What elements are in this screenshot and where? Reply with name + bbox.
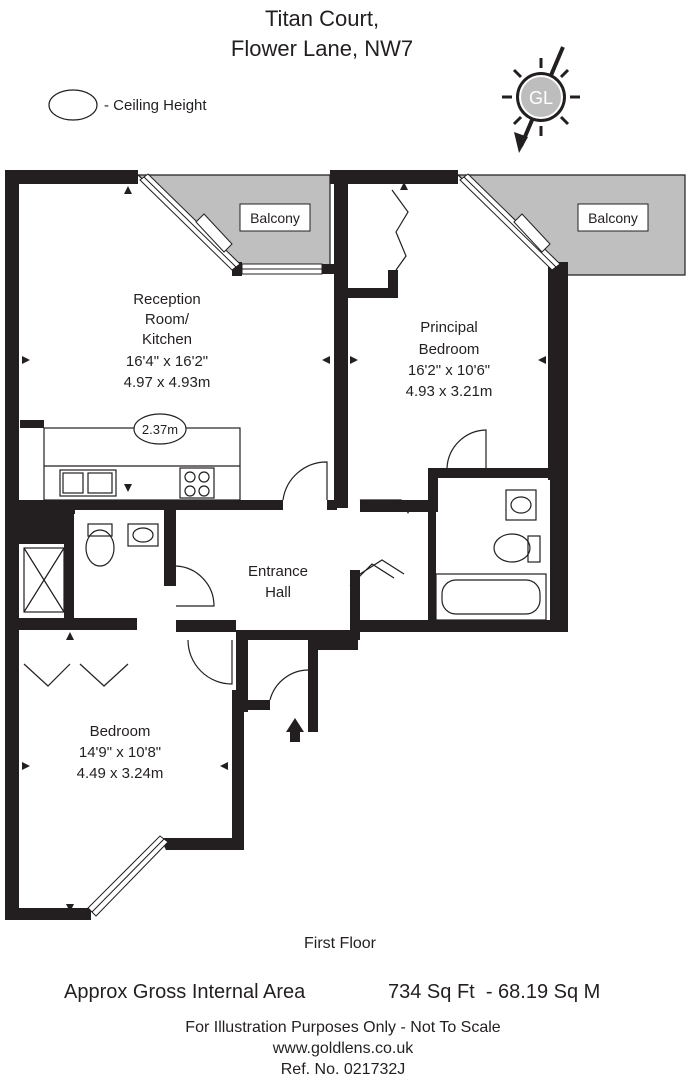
balcony-right [456, 174, 686, 276]
walls [5, 170, 568, 920]
reception-name-1: Reception [133, 291, 201, 308]
ceiling-height-value: 2.37m [142, 422, 178, 437]
bedroom-metric: 4.49 x 3.24m [77, 765, 164, 782]
principal-metric: 4.93 x 3.21m [406, 383, 493, 400]
floor-label: First Floor [304, 935, 377, 952]
compass-badge: GL [529, 88, 553, 108]
website: www.goldlens.co.uk [272, 1040, 415, 1057]
reference-number: Ref. No. 021732J [281, 1061, 406, 1078]
area-label: Approx Gross Internal Area [64, 981, 306, 1003]
windows [87, 173, 561, 917]
balcony-right-label: Balcony [588, 210, 638, 226]
doors [23, 189, 487, 701]
reception-imperial: 16'4" x 16'2" [126, 353, 208, 370]
reception-metric: 4.97 x 4.93m [124, 374, 211, 391]
legend-label: - Ceiling Height [104, 97, 207, 114]
entrance-arrow-icon [286, 718, 304, 742]
principal-name-1: Principal [420, 319, 478, 336]
ceiling-height-marker [133, 413, 187, 445]
compass-icon: GL [502, 46, 580, 153]
reception-name-3: Kitchen [142, 331, 192, 348]
title-line-2: Flower Lane, NW7 [231, 36, 413, 61]
area-value: 734 Sq Ft - 68.19 Sq M [388, 981, 600, 1003]
hall-name-2: Hall [265, 584, 291, 601]
title-line-1: Titan Court, [265, 6, 379, 31]
reception-name-2: Room/ [145, 311, 190, 328]
principal-imperial: 16'2" x 10'6" [408, 362, 490, 379]
hall-name-1: Entrance [248, 563, 308, 580]
disclaimer: For Illustration Purposes Only - Not To … [185, 1019, 500, 1036]
bedroom-imperial: 14'9" x 10'8" [79, 744, 161, 761]
ceiling-height-legend-icon [48, 89, 98, 121]
principal-name-2: Bedroom [419, 341, 480, 358]
bedroom-name: Bedroom [90, 723, 151, 740]
balcony-left-label: Balcony [250, 210, 300, 226]
dimension-arrows [22, 182, 546, 912]
